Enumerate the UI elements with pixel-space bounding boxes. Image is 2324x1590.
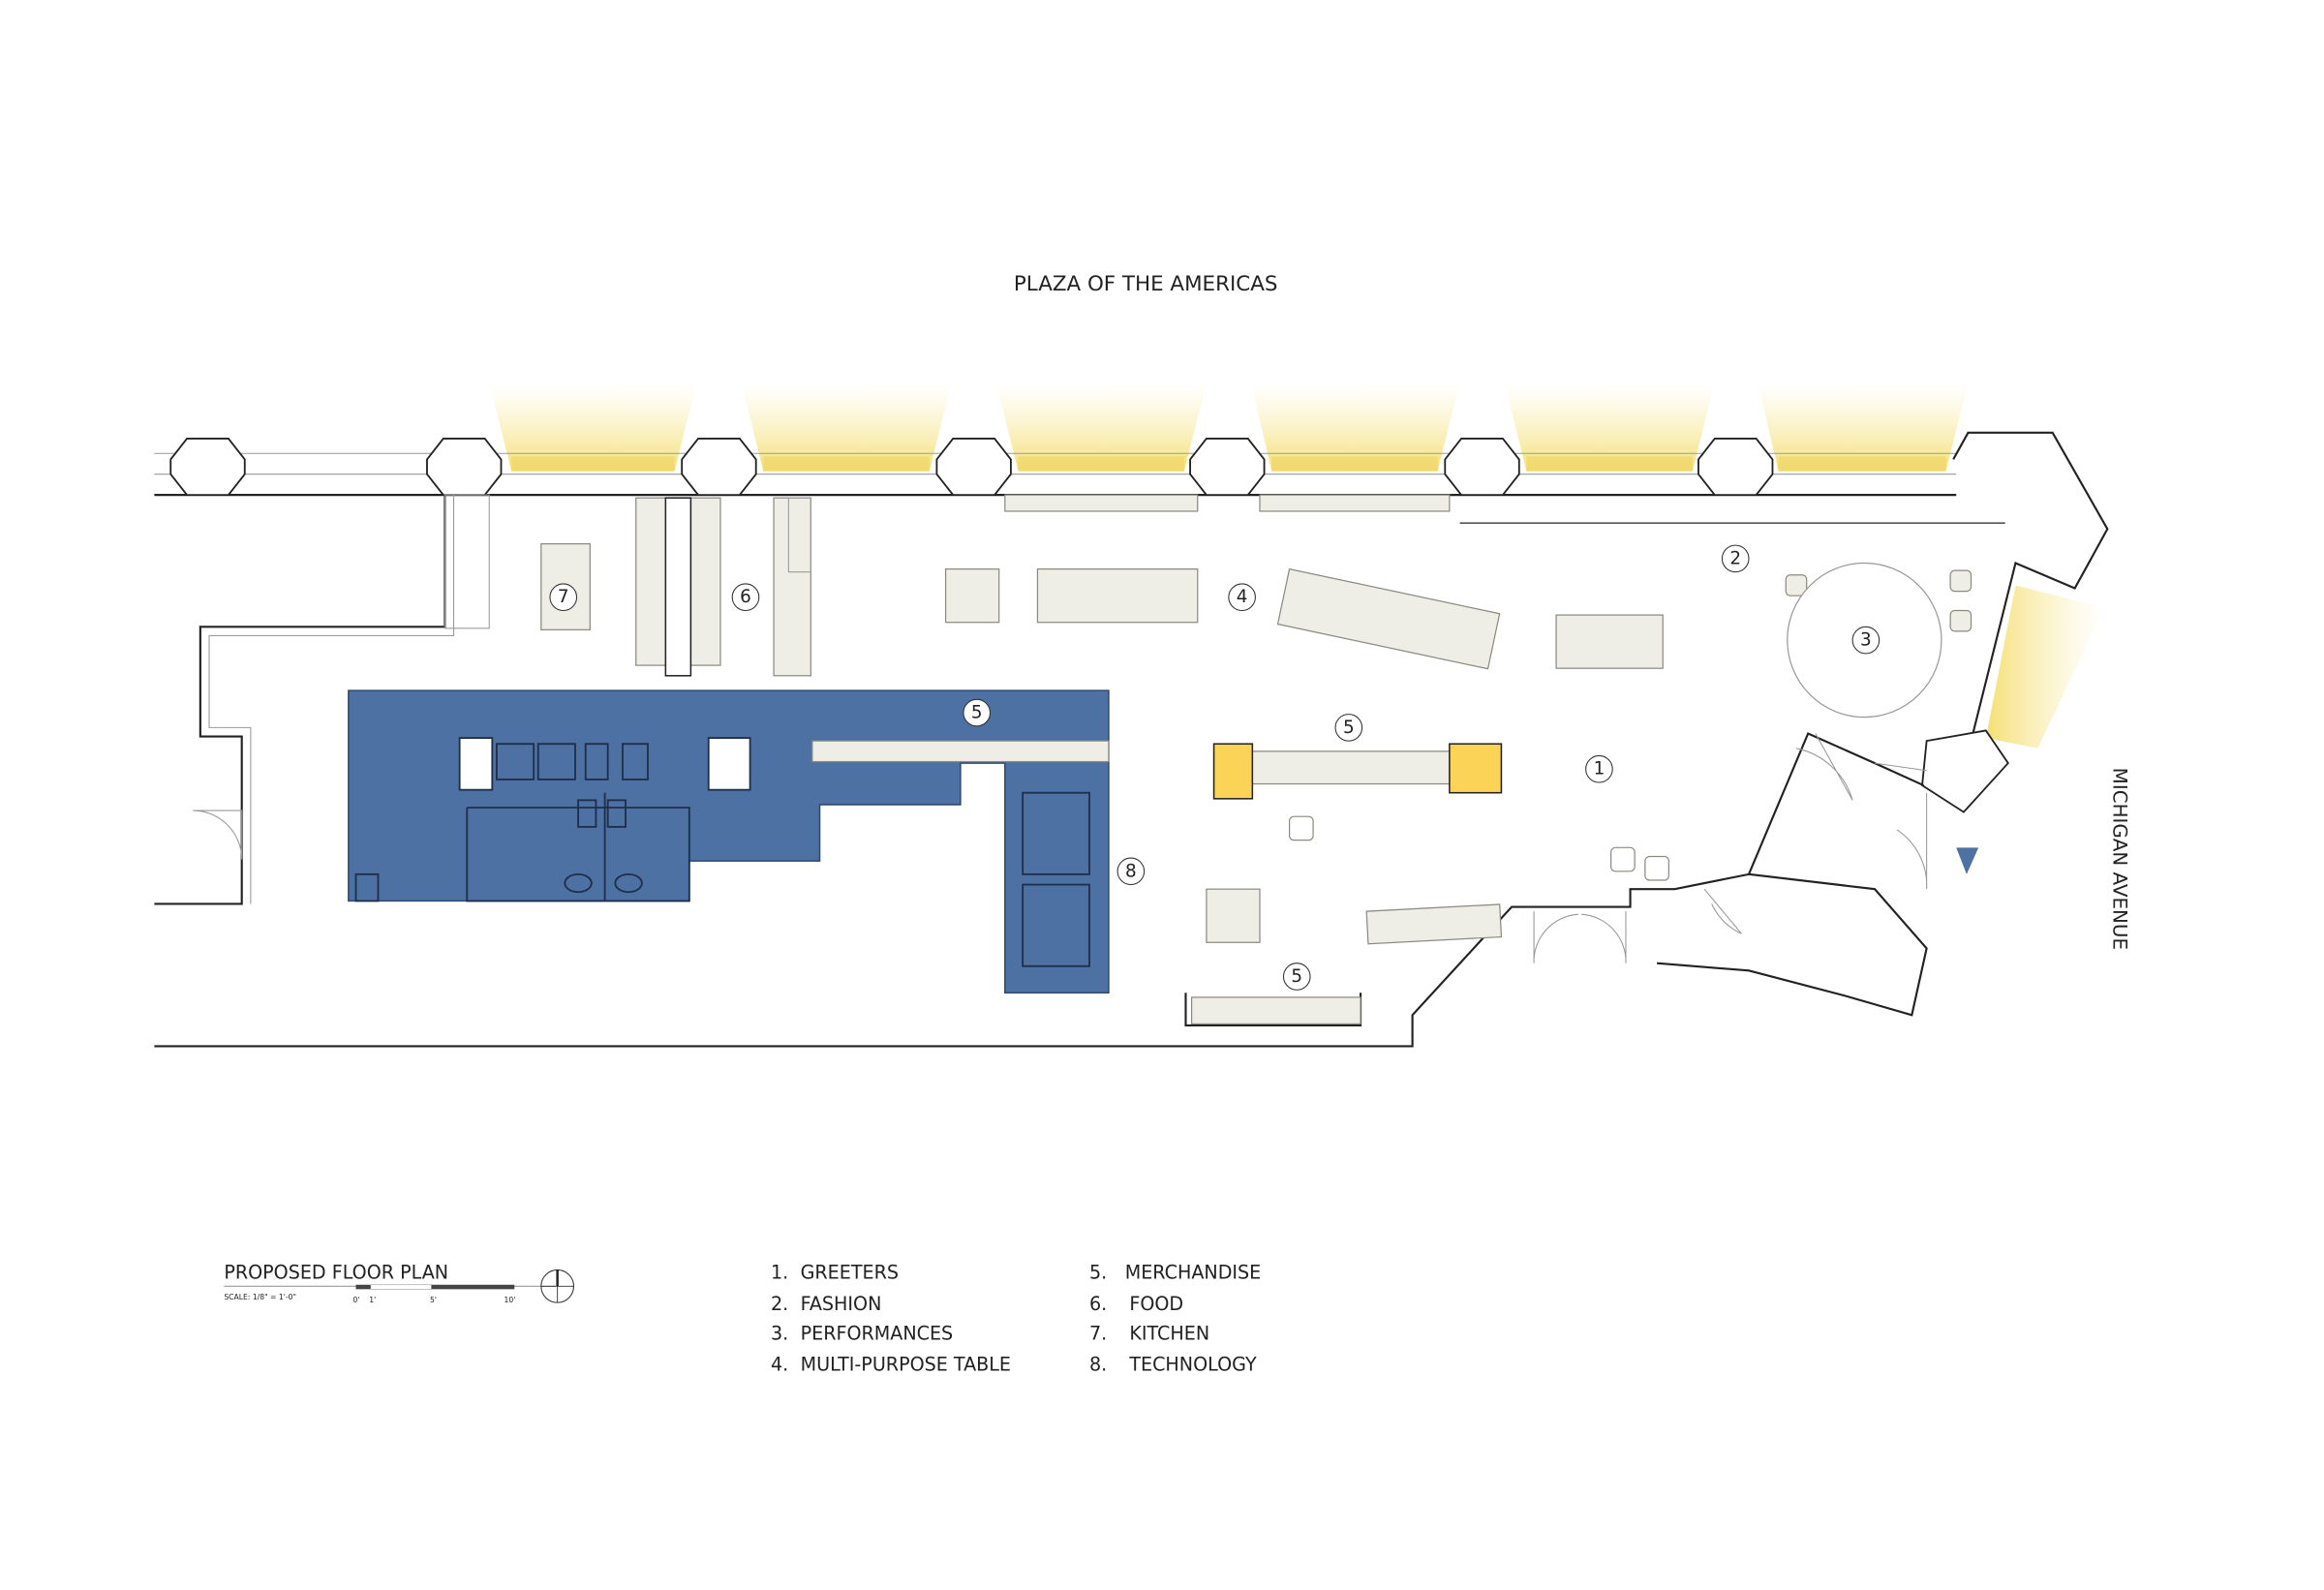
legend-item: 1. GREETERS [771,1262,899,1284]
legend-item: 7. KITCHEN [1089,1322,1209,1344]
plaza-label: PLAZA OF THE AMERICAS [1014,272,1278,296]
columns [169,438,1774,497]
legend-item: 5. MERCHANDISE [1089,1262,1261,1284]
marker-greeters: 1 [1585,754,1613,783]
svg-text:MULTI-PURPOSE TABLE: MULTI-PURPOSE TABLE [801,1354,1011,1376]
svg-text:FOOD: FOOD [1129,1293,1183,1315]
legend-item: 4. MULTI-PURPOSE TABLE [771,1354,1011,1376]
svg-text:10': 10' [505,1296,516,1304]
svg-text:TECHNOLOGY: TECHNOLOGY [1128,1354,1257,1376]
svg-text:1': 1' [369,1296,376,1304]
svg-text:MERCHANDISE: MERCHANDISE [1125,1262,1262,1284]
svg-text:7: 7 [558,587,569,607]
plan-title-block: PROPOSED FLOOR PLAN SCALE: 1/8" = 1'-0" … [224,1262,575,1304]
legend-item: 3. PERFORMANCES [771,1322,953,1344]
legend: 1. GREETERS 2. FASHION 3. PERFORMANCES 4. MU… [771,1262,1261,1376]
entrance-arrow-icon [1956,847,1979,874]
svg-text:5: 5 [971,703,983,723]
svg-text:2: 2 [1729,548,1741,568]
marker-kitchen: 7 [549,583,578,612]
merchandise-counter [811,494,1503,1025]
legend-item: 2. FASHION [771,1293,881,1315]
svg-text:7.: 7. [1089,1322,1107,1344]
doors [193,733,1928,963]
plan-title: PROPOSED FLOOR PLAN [224,1262,448,1284]
marker-merchandise: 5 [963,698,992,727]
svg-text:3.: 3. [771,1322,788,1344]
building-walls [154,431,2109,1048]
svg-text:2.: 2. [771,1293,788,1315]
svg-text:GREETERS: GREETERS [801,1262,899,1284]
svg-text:KITCHEN: KITCHEN [1129,1322,1209,1344]
yellow-display [1212,743,1503,800]
multi-purpose-tables [944,567,1972,943]
street-label: MICHIGAN AVENUE [2108,768,2130,950]
marker-technology: 8 [1116,857,1146,886]
svg-text:5.: 5. [1089,1262,1107,1284]
window-lights [489,382,2105,749]
svg-text:PERFORMANCES: PERFORMANCES [801,1322,954,1344]
svg-text:6.: 6. [1089,1293,1107,1315]
facade [154,438,1957,497]
north-arrow-icon [540,1269,575,1303]
svg-text:0': 0' [352,1296,359,1304]
svg-text:1.: 1. [771,1262,788,1284]
marker-performances: 3 [1851,626,1881,655]
legend-item: 8. TECHNOLOGY [1089,1354,1257,1376]
svg-text:8: 8 [1125,861,1137,881]
svg-text:FASHION: FASHION [801,1293,882,1315]
scale-bar: 0' 1' 5' 10' [352,1284,516,1304]
svg-text:5: 5 [1343,718,1355,738]
scale-text: SCALE: 1/8" = 1'-0" [224,1293,296,1301]
svg-text:1: 1 [1594,759,1605,780]
svg-text:4: 4 [1237,587,1248,607]
svg-text:3: 3 [1860,630,1872,651]
svg-text:8.: 8. [1089,1354,1107,1376]
svg-text:5: 5 [1291,966,1302,987]
svg-text:5': 5' [430,1296,437,1304]
marker-fashion: 2 [1721,544,1750,573]
svg-text:6: 6 [740,587,751,607]
svg-text:4.: 4. [771,1354,788,1376]
technology-zone [348,689,1110,994]
legend-item: 6. FOOD [1089,1293,1183,1315]
marker-food: 6 [731,583,760,612]
marker-merchandise: 5 [1334,714,1363,742]
marker-multi-purpose: 4 [1228,583,1256,612]
restrooms [354,737,1090,967]
kitchen-food-area [443,494,811,677]
marker-merchandise: 5 [1282,963,1311,991]
